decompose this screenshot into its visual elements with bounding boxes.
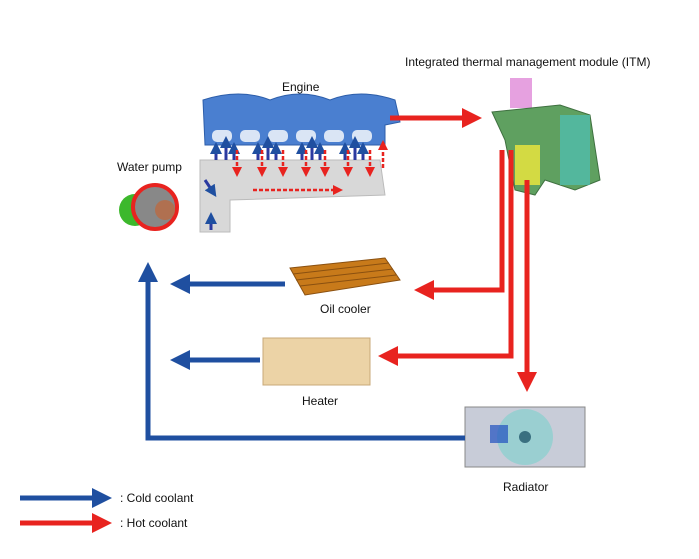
engine-image xyxy=(199,93,401,233)
radiator-to-pump-arrow xyxy=(138,262,465,441)
legend-cold-label: : Cold coolant xyxy=(120,491,194,505)
itm-to-oil-cooler-arrow xyxy=(414,150,505,300)
heater-image xyxy=(262,337,371,386)
oil-cooler-label: Oil cooler xyxy=(320,302,371,316)
legend-hot-label: : Hot coolant xyxy=(120,516,188,530)
oil-cooler-image xyxy=(289,257,401,296)
itm-to-heater-arrow xyxy=(378,150,514,366)
water-pump-label: Water pump xyxy=(117,160,182,174)
hot-coolant-lines xyxy=(378,108,537,392)
radiator-label: Radiator xyxy=(503,480,549,494)
heater-label: Heater xyxy=(302,394,339,408)
radiator-image xyxy=(464,406,586,468)
water-pump-image xyxy=(119,183,179,231)
itm-label: Integrated thermal management module (IT… xyxy=(405,55,651,69)
cold-coolant-lines xyxy=(138,262,465,441)
engine-label: Engine xyxy=(282,80,320,94)
itm-image xyxy=(491,78,601,196)
